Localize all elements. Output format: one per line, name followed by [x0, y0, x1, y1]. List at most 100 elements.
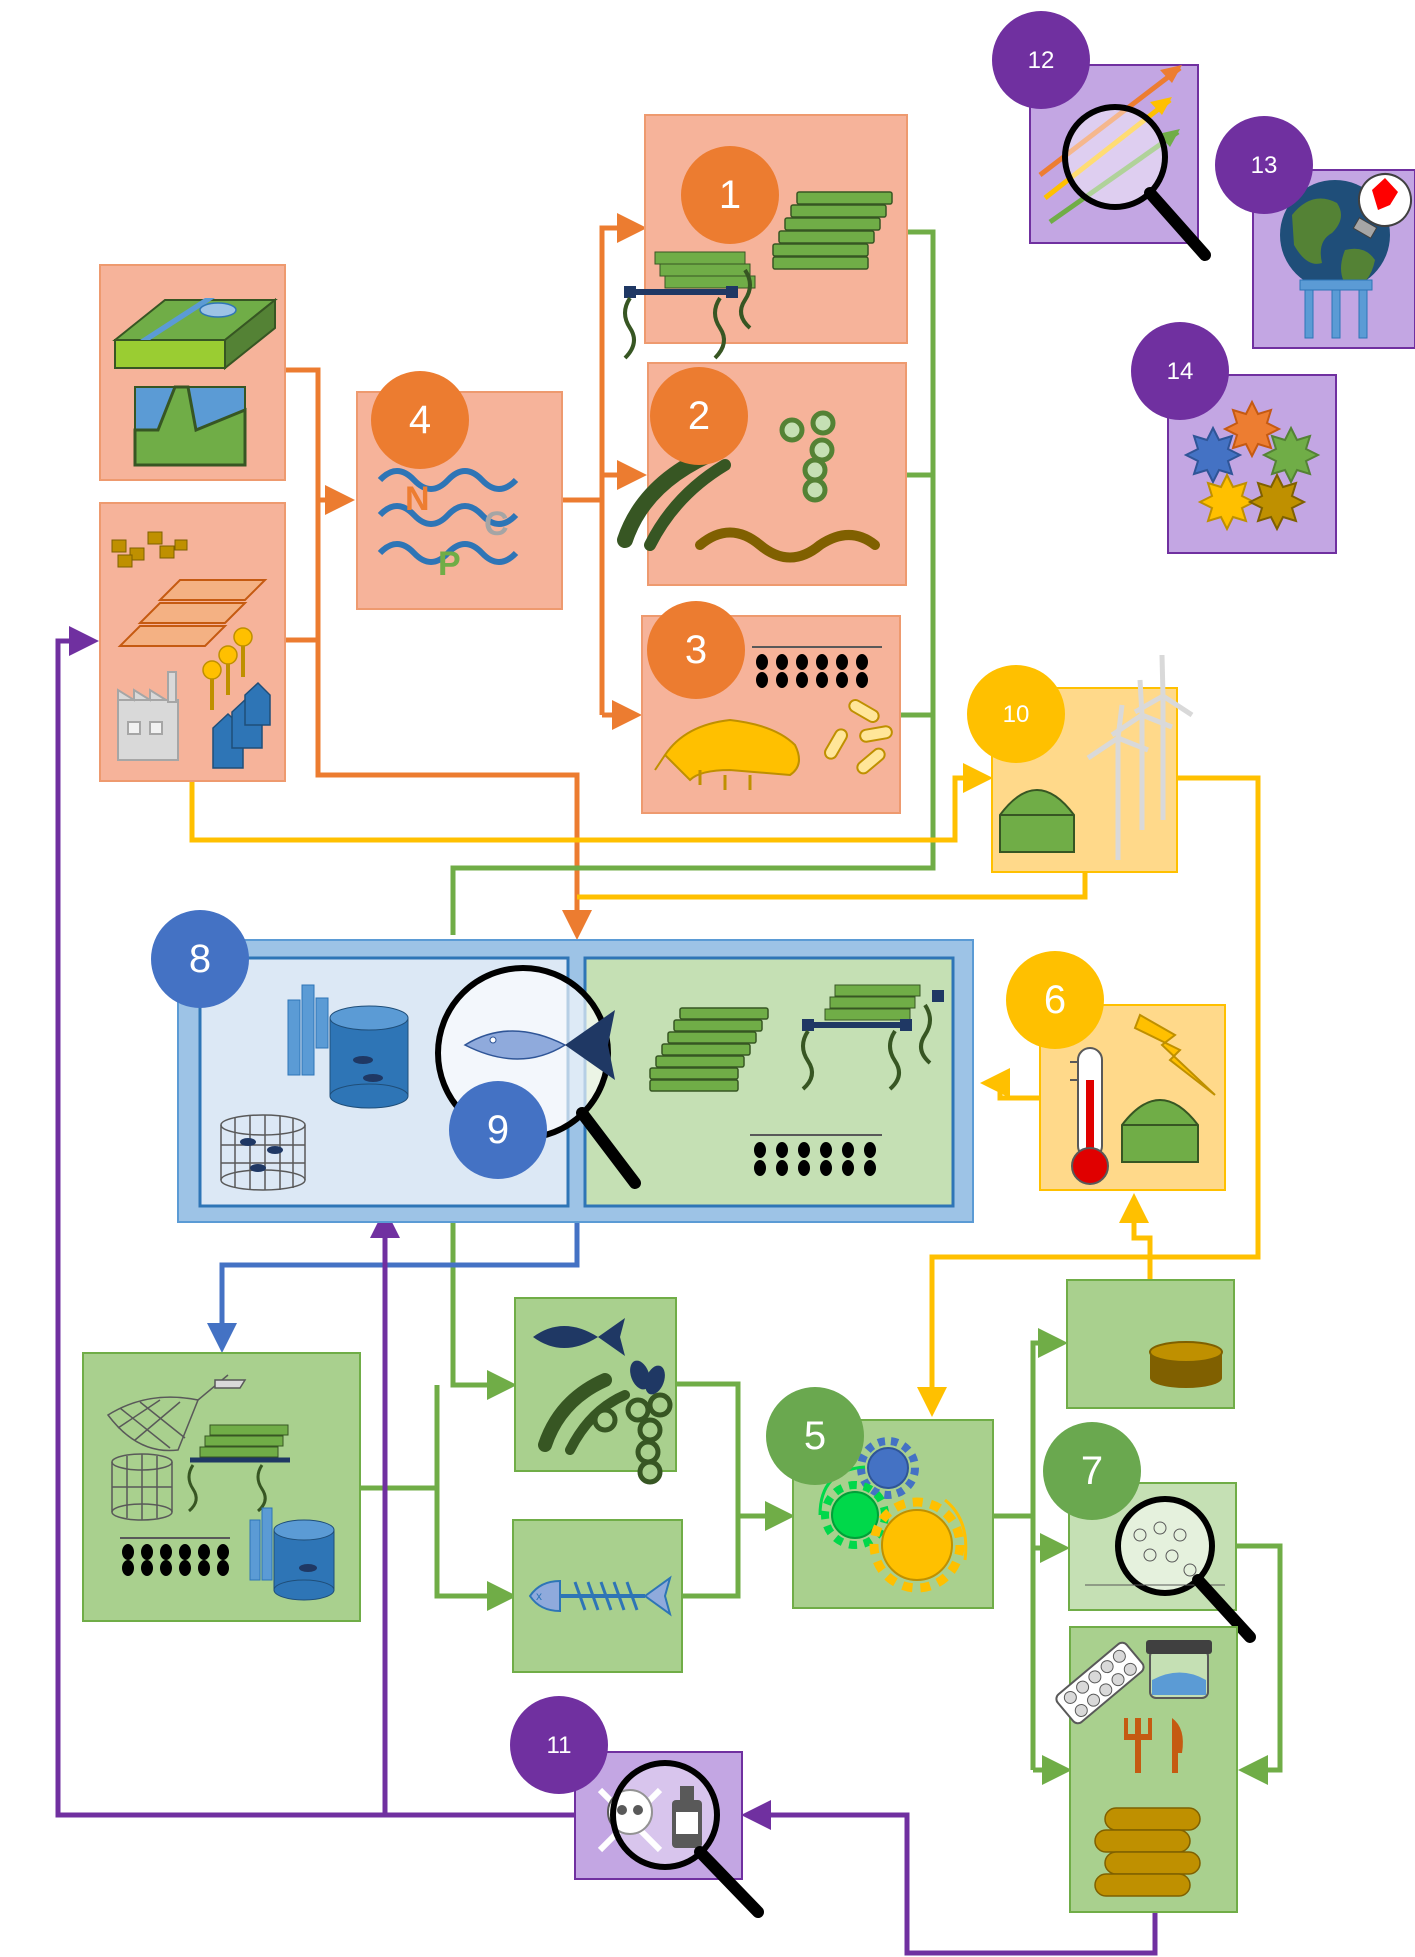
orange-flows [285, 213, 647, 940]
box-wind-energy [991, 654, 1194, 873]
yellow-flows [189, 763, 1261, 1417]
starbursts-icon [1183, 399, 1321, 532]
badge-1-label: 1 [719, 173, 741, 217]
badge-14: 14 [1131, 322, 1229, 420]
flow-landscape-to-4 [285, 367, 355, 515]
box-algae [617, 362, 907, 586]
flow-split-up [434, 1385, 517, 1611]
seaweed-raft-icon-3 [187, 1424, 290, 1513]
lightbulb-icon [1352, 173, 1412, 239]
badge-3-label: 3 [685, 628, 707, 672]
nutrient-c: C [484, 505, 509, 543]
flow-6-to-8 [980, 1068, 1040, 1101]
gears-icon [818, 1437, 968, 1593]
badge-2-label: 2 [688, 394, 710, 438]
box-trends [1029, 64, 1211, 261]
flow-sources-to-4 [285, 500, 321, 643]
flow-8-to-harvest [207, 1222, 580, 1353]
seaweed-raft-icon [623, 251, 756, 360]
flow-10-to-5 [917, 775, 1261, 1417]
badge-12-label: 12 [1028, 47, 1055, 74]
bacteria-icon [824, 699, 893, 775]
microalgae-icon-2 [592, 1392, 673, 1485]
coastline-icon [133, 385, 247, 467]
flow-5-to-sediment [1030, 1328, 1068, 1770]
seaweed-raft-icon-2 [801, 984, 944, 1091]
box-invertebrates [641, 615, 901, 814]
badge-11: 11 [510, 1696, 608, 1794]
microalgae-icon [779, 410, 836, 503]
windmill-icon [1086, 654, 1194, 860]
farmland-icon [117, 579, 268, 647]
badge-5: 5 [766, 1387, 864, 1485]
badge-12: 12 [992, 11, 1090, 109]
fish-skeleton-icon: x [528, 1575, 672, 1617]
badge-10: 10 [967, 665, 1065, 763]
fish-cage-icon-2 [111, 1453, 173, 1521]
badge-9-label: 9 [487, 1108, 509, 1152]
badge-8: 8 [151, 910, 249, 1008]
nutrient-n: N [405, 480, 430, 518]
box-fish-waste: x [512, 1519, 683, 1673]
digester-dome-icon-2 [1121, 1099, 1199, 1163]
shellfish-line-icon [752, 646, 882, 688]
landscape-icon [112, 297, 278, 371]
badge-4: 4 [371, 371, 469, 469]
jar-icon [1146, 1640, 1212, 1699]
flow-bones-to-5 [682, 1516, 741, 1599]
skull-icon [597, 1787, 663, 1853]
badge-7: 7 [1043, 1422, 1141, 1520]
box-sediment [1066, 1279, 1235, 1409]
badge-14-label: 14 [1167, 358, 1194, 385]
box-products [1055, 1626, 1238, 1913]
flow-11-to-sources [55, 626, 575, 1818]
nutrient-waves-icon [377, 468, 519, 565]
microscope-magnifier-icon [1085, 1496, 1256, 1643]
fish-icon [533, 1318, 625, 1356]
flow-byproducts-to-5 [676, 1381, 795, 1531]
mussel-icon [630, 1360, 665, 1395]
box-harvest [82, 1352, 361, 1622]
pills-icon [1055, 1641, 1145, 1725]
flow-products-to-11 [741, 1800, 1158, 1956]
flow-4-to-1 [599, 213, 647, 715]
fishing-net-icon [106, 1374, 247, 1452]
sediment-dish-icon [1149, 1341, 1223, 1388]
nutrient-p: P [438, 545, 461, 583]
box-imta [177, 939, 974, 1223]
settlements-icon [111, 531, 188, 568]
box-diversity [1167, 374, 1337, 554]
lightning-icon [1133, 1013, 1216, 1096]
flow-producers-collect [450, 229, 936, 935]
houses-icon [212, 681, 271, 769]
purple-flows [55, 626, 1158, 1956]
thermometer-icon [1070, 1047, 1109, 1185]
trend-magnifier-icon [1062, 104, 1211, 261]
box-byproducts [514, 1297, 677, 1485]
badge-1: 1 [681, 146, 779, 244]
badge-11-label: 11 [547, 1732, 572, 1759]
flow-sediment-to-6 [1119, 1193, 1153, 1280]
badge-13: 13 [1215, 116, 1313, 214]
flow-7-to-products [1236, 1543, 1283, 1785]
tank-icon-2 [249, 1507, 335, 1601]
flow-10-to-8 [577, 872, 1088, 900]
people-icon [202, 627, 253, 710]
badge-3: 3 [647, 601, 745, 699]
fish-cage-icon [220, 1114, 306, 1191]
flow-sources-to-10 [189, 763, 993, 843]
badge-7-label: 7 [1081, 1449, 1103, 1493]
flow-sources-to-8 [315, 640, 592, 940]
blue-flows [207, 1222, 580, 1353]
box-future [1252, 169, 1415, 349]
badge-9: 9 [449, 1081, 547, 1179]
sausages-icon [1094, 1807, 1201, 1897]
shrimp-icon [654, 718, 800, 790]
shellfish-line-icon-2 [750, 1134, 882, 1176]
seaweed-stack-icon [772, 191, 893, 270]
poison-bottle-icon [672, 1786, 702, 1848]
box-risk [574, 1751, 764, 1918]
badge-6-label: 6 [1044, 978, 1066, 1022]
badge-13-label: 13 [1251, 152, 1278, 179]
